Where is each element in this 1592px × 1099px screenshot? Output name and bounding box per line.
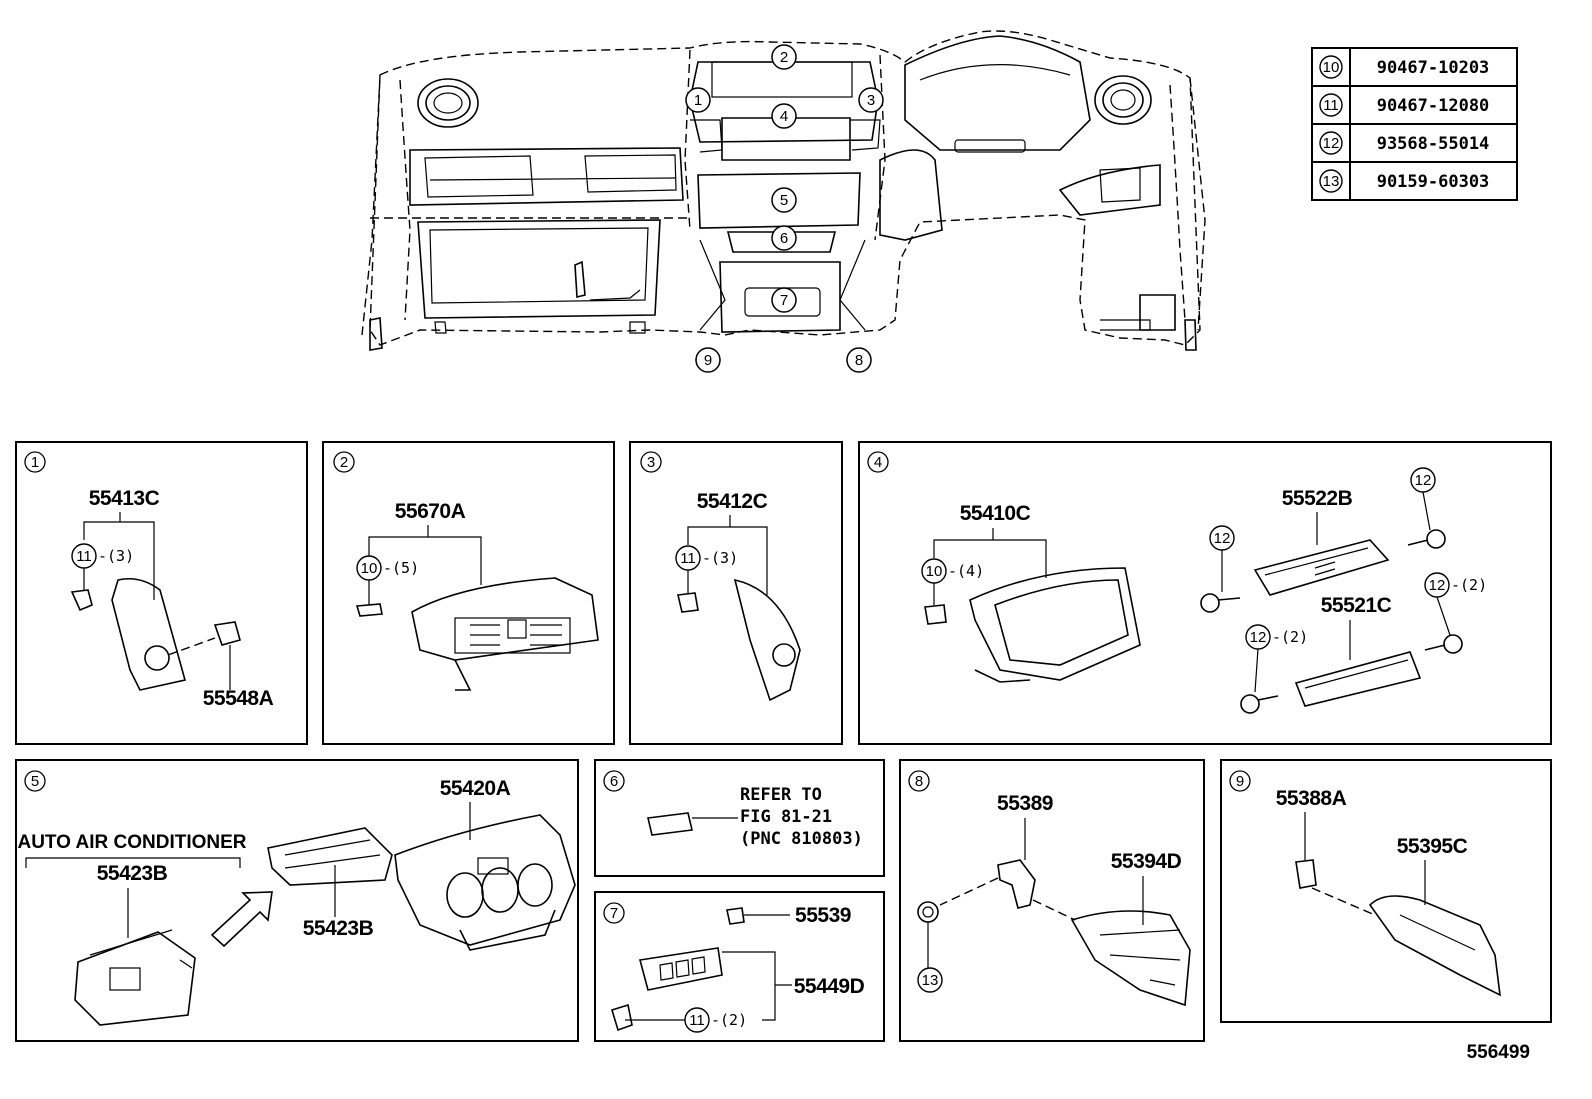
legend-row: 11 90467-12080 [1319,93,1490,117]
part-label: 55548A [203,687,274,710]
panel-number: 7 [610,905,618,922]
callout-9: 9 [695,347,721,373]
svg-text:10: 10 [361,560,378,577]
refer-line: (PNC 810803) [740,829,863,849]
part-label: 55413C [89,487,160,510]
svg-text:1: 1 [694,92,702,109]
callout-3: 3 [858,87,884,113]
main-callouts: 2 1 3 4 5 6 7 9 8 [685,44,884,373]
screw-12-b: 12 [1407,467,1446,549]
svg-text:11: 11 [76,548,92,565]
svg-text:8: 8 [855,352,863,369]
svg-text:4: 4 [780,108,788,125]
diagram-code: 556499 [1467,1042,1530,1063]
part-label: 55420A [440,777,511,800]
svg-text:11: 11 [680,550,696,567]
part-label: 55449D [794,975,865,998]
panel-number: 8 [915,773,923,790]
refer-line: REFER TO [740,785,822,805]
part-label: 55423B [303,917,374,940]
panel-3: 3 55412C 11 -(3) [629,441,843,745]
panel-4: 4 55410C 10 -(4) 12 12 55522B [858,441,1552,745]
svg-text:-(5): -(5) [383,559,419,577]
panel-number: 4 [874,454,882,471]
part-label: 55394D [1111,850,1182,873]
svg-text:90467-12080: 90467-12080 [1377,96,1490,116]
svg-text:93568-55014: 93568-55014 [1377,134,1490,154]
part-label: 55410C [960,502,1031,525]
svg-text:-(2): -(2) [1451,576,1487,594]
part-label: 55539 [795,904,851,927]
panel-number: 5 [31,773,39,790]
panel-number: 2 [340,454,348,471]
panel-number: 3 [647,454,655,471]
svg-text:12: 12 [1415,472,1432,489]
panel-number: 9 [1236,773,1244,790]
panel-number: 1 [31,454,39,471]
legend-row: 10 90467-10203 [1319,55,1490,79]
svg-text:11: 11 [1323,97,1339,114]
fastener-legend-table: 10 90467-10203 11 90467-12080 12 93568-5… [1311,47,1518,201]
svg-text:90467-10203: 90467-10203 [1377,58,1490,78]
svg-text:10: 10 [1323,59,1340,76]
svg-text:12: 12 [1323,135,1340,152]
legend-row: 12 93568-55014 [1319,131,1490,155]
svg-text:11: 11 [689,1012,705,1029]
svg-text:7: 7 [780,292,788,309]
svg-text:-(2): -(2) [1272,628,1308,646]
screw-12-a: 12 [1200,525,1241,613]
svg-text:12: 12 [1214,530,1231,547]
svg-text:-(2): -(2) [711,1011,747,1029]
svg-text:3: 3 [867,92,875,109]
panel-5: 5 AUTO AIR CONDITIONER 55423B 55423B 554… [15,759,579,1042]
svg-text:5: 5 [780,192,788,209]
svg-text:-(3): -(3) [702,549,738,567]
svg-text:13: 13 [922,972,939,989]
screw-12-c: 12 -(2) [1424,572,1487,654]
part-label: 55389 [997,792,1053,815]
part-label: 55670A [395,500,466,523]
panel-6: 6 REFER TO FIG 81-21 (PNC 810803) [594,759,885,877]
svg-text:-(4): -(4) [948,562,984,580]
panel-1: 1 55413C 11 -(3) 55548A [15,441,308,745]
note-label: AUTO AIR CONDITIONER [17,832,246,853]
part-label: 55395C [1397,835,1468,858]
callout-6: 6 [771,225,797,251]
panel-number: 6 [610,773,618,790]
screw-12-d: 12 -(2) [1240,624,1308,714]
part-label: 55388A [1276,787,1347,810]
legend-row: 13 90159-60303 [1319,169,1490,193]
callout-1: 1 [685,87,711,113]
svg-text:-(3): -(3) [98,547,134,565]
callout-7: 7 [771,287,797,313]
panel-7: 7 55539 55449D 11 -(2) [594,891,885,1042]
svg-text:12: 12 [1250,629,1267,646]
part-label: 55522B [1282,487,1353,510]
part-label: 55412C [697,490,768,513]
svg-text:12: 12 [1429,577,1446,594]
callout-5: 5 [771,187,797,213]
svg-text:6: 6 [780,230,788,247]
panel-2: 2 55670A 10 -(5) [322,441,615,745]
part-label: 55521C [1321,594,1392,617]
callout-8: 8 [846,347,872,373]
panel-9: 9 55388A 55395C [1220,759,1552,1023]
part-label: 55423B [97,862,168,885]
svg-text:9: 9 [704,352,712,369]
svg-text:2: 2 [780,49,788,66]
callout-2: 2 [771,44,797,70]
svg-text:13: 13 [1323,173,1340,190]
callout-4: 4 [771,103,797,129]
panel-8: 8 55389 13 55394D [899,759,1205,1042]
svg-text:10: 10 [926,563,943,580]
svg-text:90159-60303: 90159-60303 [1377,172,1490,192]
refer-line: FIG 81-21 [740,807,832,827]
